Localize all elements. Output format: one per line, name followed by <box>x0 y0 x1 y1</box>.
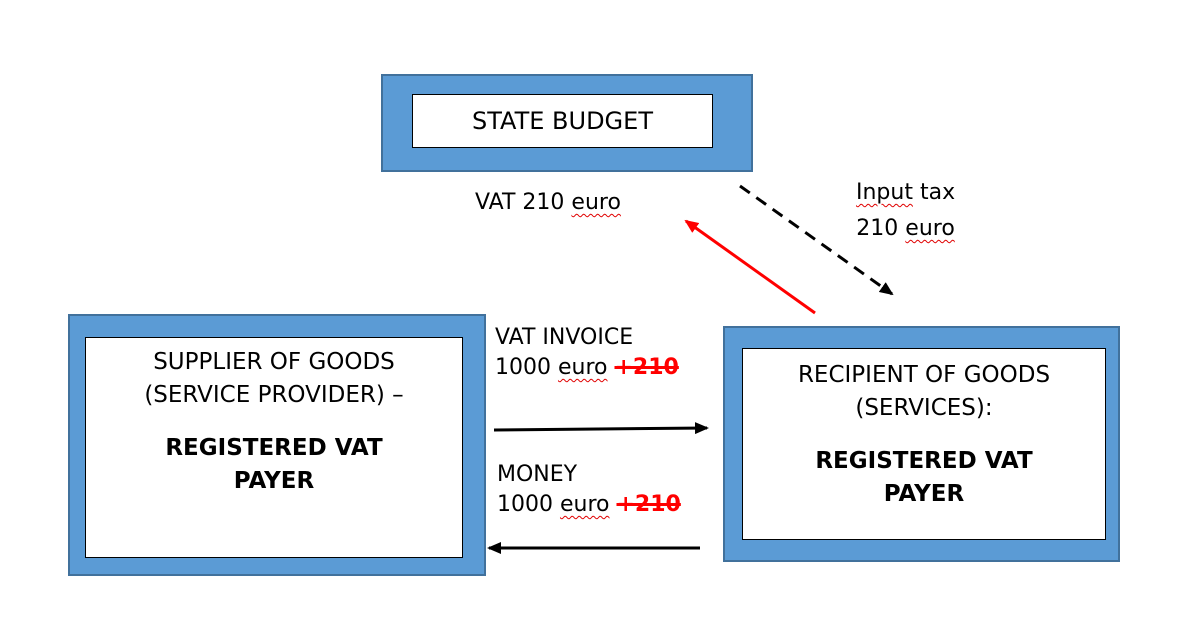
input-tax-word: Input <box>856 180 913 205</box>
money-title: MONEY <box>497 462 578 487</box>
vat-amount-label: VAT 210 euro <box>475 188 621 218</box>
money-unit: euro <box>559 492 610 517</box>
money-amount: 1000 <box>497 492 560 517</box>
supplier-line1: SUPPLIER OF GOODS <box>153 349 395 375</box>
money-label: MONEY 1000 euro +210 <box>497 460 681 520</box>
input-tax-unit: euro <box>905 216 955 241</box>
input-tax-arrow <box>739 184 894 296</box>
vat-amount-text: VAT 210 <box>475 190 572 215</box>
vat-amount-unit: euro <box>571 190 621 215</box>
state-budget-title: STATE BUDGET <box>472 106 653 135</box>
state-budget-label-box: STATE BUDGET <box>412 94 713 148</box>
invoice-arrow <box>493 422 709 435</box>
input-tax-label: Input tax 210 euro <box>856 178 955 244</box>
supplier-bold2: PAYER <box>233 468 315 494</box>
input-tax-rest: tax <box>912 180 956 205</box>
supplier-label-box: SUPPLIER OF GOODS (SERVICE PROVIDER) – R… <box>85 337 463 558</box>
recipient-line1: RECIPIENT OF GOODS <box>797 362 1051 388</box>
supplier-bold1: REGISTERED VAT <box>165 435 383 461</box>
invoice-unit: euro <box>557 355 608 380</box>
input-tax-amount: 210 <box>856 216 906 241</box>
invoice-amount: 1000 <box>495 355 558 380</box>
recipient-bold2: PAYER <box>883 481 965 507</box>
invoice-struck-vat: +210 <box>614 355 679 380</box>
invoice-label: VAT INVOICE 1000 euro +210 <box>495 323 679 383</box>
invoice-title: VAT INVOICE <box>495 325 634 350</box>
money-struck-vat: +210 <box>616 492 681 517</box>
recipient-line2: (SERVICES): <box>855 395 993 421</box>
recipient-bold1: REGISTERED VAT <box>815 448 1033 474</box>
supplier-line2: (SERVICE PROVIDER) – <box>144 382 404 408</box>
vat-payment-arrow <box>684 219 816 315</box>
recipient-label-box: RECIPIENT OF GOODS (SERVICES): REGISTERE… <box>742 348 1106 540</box>
